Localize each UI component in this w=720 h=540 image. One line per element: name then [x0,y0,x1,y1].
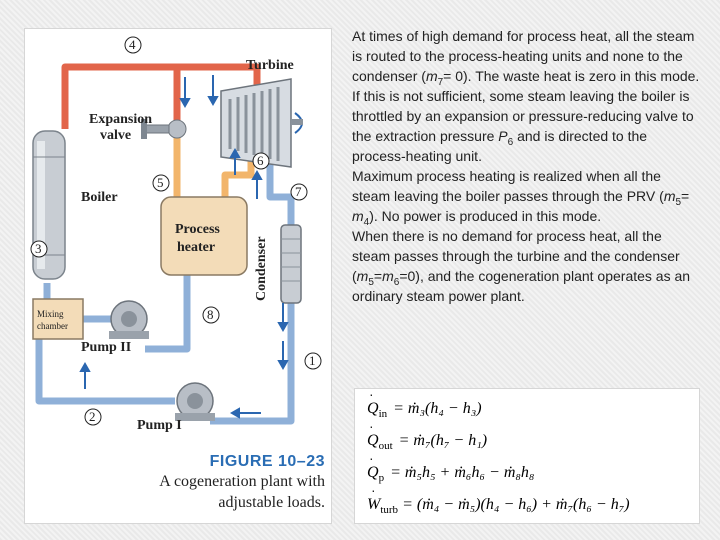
svg-text:·: · [369,418,374,434]
label-process: Process [175,222,220,237]
svg-text:Qp= ṁ₅h₅ + ṁ₆h₆ − ṁ₈h₈: Qp= ṁ₅h₅ + ṁ₆h₆ − ṁ₈h₈ [367,464,535,484]
equation-w-turb: Wturb= (ṁ₄ − ṁ₅)(h₄ − h₆) + ṁ₇(h₆ − h₇) … [367,482,630,516]
paragraph-1: At times of high demand for process heat… [352,26,702,88]
p4-text-a: When there is no demand for process heat… [352,228,680,284]
label-expansion: Expansion [89,112,152,127]
label-turbine: Turbine [246,58,294,73]
svg-text:·: · [369,389,374,402]
state-1: 1 [309,353,316,368]
label-boiler: Boiler [81,190,118,205]
equation-q-in: Qin= ṁ₃(h₄ − h₃) · [367,386,482,420]
pump-2 [109,300,149,339]
label-heater: heater [177,240,215,255]
equation-q-out: Qout= ṁ₇(h₇ − h₁) · [367,418,487,452]
equations: Qin= ṁ₃(h₄ − h₃) · Qout= ṁ₇(h₇ − h₁) · Q… [367,386,630,516]
label-mixing: Mixing [37,309,64,319]
label-condenser: Condenser [254,236,269,301]
p2-text-b: and is directed to the process-heating u… [352,128,648,164]
p1-sub: 7 [437,76,444,88]
caption-line-2: adjustable loads. [218,494,325,511]
label-pump-1: Pump I [137,418,182,433]
pipe-boiler-to-turbine [61,63,261,129]
label-chamber: chamber [37,321,68,331]
p4-sub-1: 5 [368,276,374,288]
state-7: 7 [295,184,302,199]
p4-var-2: m [382,268,394,284]
svg-text:Qout= ṁ₇(h₇ − h₁): Qout= ṁ₇(h₇ − h₁) [367,432,487,452]
p2-sub: 6 [507,136,514,148]
turbine [220,78,303,168]
label-pump-2: Pump II [81,340,131,355]
pipe-turbine-to-heater [221,159,255,199]
caption-line-1: A cogeneration plant with [159,473,325,490]
p4-var-1: m [356,268,369,284]
state-4: 4 [129,37,136,52]
condenser [280,224,302,304]
label-valve: valve [100,128,131,143]
paragraph-3: Maximum process heating is realized when… [352,166,702,228]
pipe-heater-to-pump2 [145,273,191,353]
state-8: 8 [207,307,214,322]
state-markers [30,36,322,426]
p4-sub-2: 6 [393,276,400,288]
p3-var-2: m [352,208,364,224]
expansion-valve [141,119,187,139]
equation-q-p: Qp= ṁ₅h₅ + ṁ₆h₆ − ṁ₈h₈ · [367,450,535,484]
text-panel: At times of high demand for process heat… [352,26,702,306]
pipe-condenser-to-pump1 [210,301,295,425]
state-2: 2 [89,409,96,424]
p2-var: P [498,128,508,144]
paragraph-4: When there is no demand for process heat… [352,226,702,306]
state-5: 5 [157,175,164,190]
process-heater [160,196,248,276]
p3-text-b: ). No power is produced in this mode. [369,208,602,224]
p4-text-b: =0), and the cogeneration plant operates… [352,268,691,304]
figure-panel: Turbine Expansion valve Boiler Process h… [24,28,332,524]
formula-box: Qin= ṁ₃(h₄ − h₃) · Qout= ṁ₇(h₇ − h₁) · Q… [354,386,700,524]
flow-arrows [79,75,289,419]
water-pipes [35,157,295,425]
p3-text-a: Maximum process heating is realized when… [352,168,664,204]
svg-text:Qin= ṁ₃(h₄ − h₃): Qin= ṁ₃(h₄ − h₃) [367,400,482,420]
p2-text-a: If this is not sufficient, some steam le… [352,88,694,144]
p4-text-mid: = [373,268,383,284]
pipe-turbine-to-condenser [266,157,295,225]
steam-pipes [61,63,261,129]
figure-caption: FIGURE 10–23 A cogeneration plant with a… [125,453,325,513]
p3-sub-2: 4 [363,216,370,228]
mixing-chamber [32,298,84,340]
paragraph-2: If this is not sufficient, some steam le… [352,86,702,166]
p3-text-mid: = [681,188,690,204]
pipe-pump1-to-mixing [35,335,175,405]
p1-var: m [425,68,438,84]
state-6: 6 [257,153,264,168]
svg-text:·: · [369,450,374,466]
state-3: 3 [35,241,42,256]
p3-sub-1: 5 [675,196,682,208]
pump-1 [175,382,215,421]
svg-text:Wturb= (ṁ₄ − ṁ₅)(h₄ − h₆) + ṁ₇: Wturb= (ṁ₄ − ṁ₅)(h₄ − h₆) + ṁ₇(h₆ − h₇) [367,496,630,516]
p3-var-1: m [663,188,676,204]
process-pipes [173,137,255,201]
p1-text-b: = 0). The waste heat is zero in this mod… [443,68,700,84]
p1-text-a: At times of high demand for process heat… [352,28,695,84]
svg-text:·: · [371,482,376,498]
figure-number: FIGURE 10–23 [209,453,325,470]
cogeneration-diagram: Turbine Expansion valve Boiler Process h… [30,36,322,433]
